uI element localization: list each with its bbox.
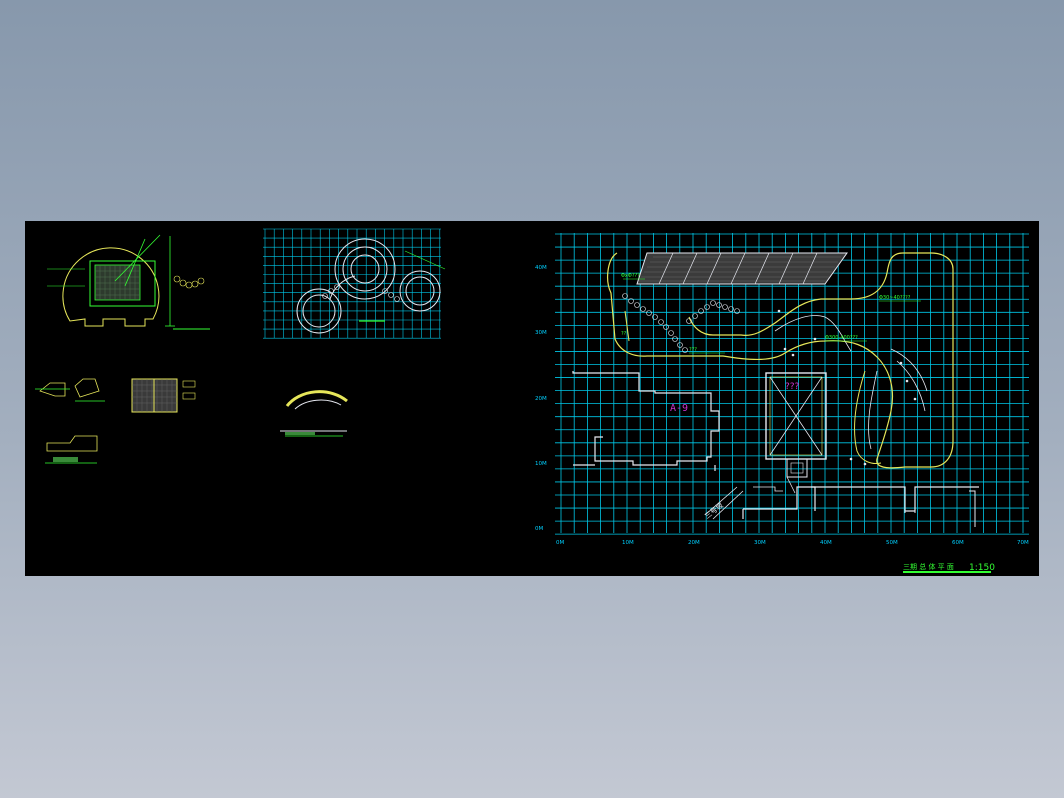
x-label-70: 70M bbox=[1017, 540, 1029, 546]
y-label-30: 30M bbox=[535, 330, 547, 336]
x-label-60: 60M bbox=[952, 540, 964, 546]
callout-dia-right1: Φ30~40???? bbox=[879, 295, 911, 301]
callout-dia-top: ΦxΦ??? bbox=[621, 273, 640, 279]
y-label-10: 10M bbox=[535, 461, 547, 467]
x-label-20: 20M bbox=[688, 540, 700, 546]
x-label-0: 0M bbox=[556, 540, 564, 546]
drawing-title: 三期 总 体 平 面 bbox=[903, 562, 954, 571]
y-label-20: 20M bbox=[535, 396, 547, 402]
y-label-0: 0M bbox=[535, 526, 543, 532]
x-label-10: 10M bbox=[622, 540, 634, 546]
cad-drawing-canvas[interactable]: 40M 30M 20M 10M 0M 0M 10M 20M 30M 40M 50… bbox=[25, 221, 1039, 576]
detail-arc-bench bbox=[280, 390, 348, 437]
x-label-30: 30M bbox=[754, 540, 766, 546]
detail-circles-grid bbox=[263, 228, 446, 339]
building-label: ??? bbox=[785, 382, 800, 392]
x-label-50: 50M bbox=[886, 540, 898, 546]
callout-dia-right2: Φ300-400??? bbox=[825, 335, 858, 341]
detail-paving-square bbox=[131, 378, 196, 413]
callout-mid: ??? bbox=[689, 347, 697, 353]
main-site-plan[interactable]: 40M 30M 20M 10M 0M 0M 10M 20M 30M 40M 50… bbox=[535, 233, 1029, 573]
detail-sections bbox=[35, 378, 105, 464]
y-label-40: 40M bbox=[535, 265, 547, 271]
zone-label: A-9 bbox=[670, 403, 688, 414]
detail-round-plaza bbox=[47, 234, 210, 330]
drawing-scale: 1:150 bbox=[969, 563, 995, 573]
x-label-40: 40M bbox=[820, 540, 832, 546]
callout-left: ?? bbox=[621, 331, 627, 337]
